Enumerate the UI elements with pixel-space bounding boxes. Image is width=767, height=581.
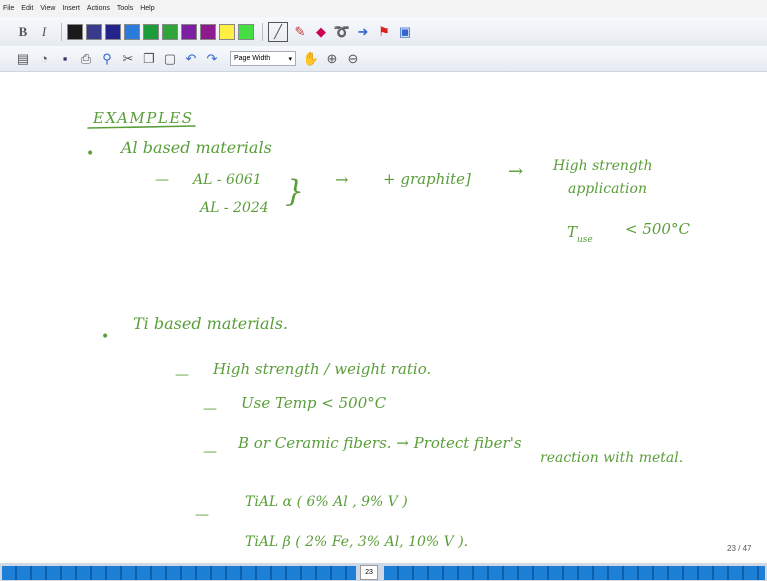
- pen-color-swatch[interactable]: [238, 23, 254, 40]
- pan-hand-icon[interactable]: ✋: [302, 50, 320, 66]
- zoom-in-icon[interactable]: ⊕: [326, 50, 338, 66]
- page-navigation-bar: 23: [0, 563, 767, 581]
- note-page[interactable]: EXAMPLES • Al based materials — AL - 606…: [0, 73, 767, 563]
- bullet: •: [86, 146, 94, 162]
- heading-underline: [87, 125, 196, 129]
- bold-icon[interactable]: B: [18, 23, 28, 39]
- italic-icon[interactable]: I: [41, 23, 47, 39]
- cut-icon[interactable]: ✂: [122, 50, 134, 66]
- formatting-toolbar: B I ╱ ✎ ◆ ➰ ➜ ⚑ ▣: [0, 17, 767, 46]
- al-application-line-1: High strength: [552, 158, 653, 174]
- new-page-icon[interactable]: ▤: [16, 50, 30, 66]
- ti-item: High strength / weight ratio.: [212, 360, 431, 378]
- arrow: →: [508, 161, 523, 182]
- al-section-title: Al based materials: [119, 138, 272, 157]
- chevron-down-icon: ▾: [288, 55, 292, 63]
- pen-color-swatch[interactable]: [219, 23, 235, 40]
- pen-color-swatch[interactable]: [67, 23, 83, 40]
- menu-edit[interactable]: Edit: [21, 5, 34, 12]
- tuse-subscript: use: [577, 235, 593, 245]
- dash: —: [203, 401, 217, 417]
- al-alloy-6061: AL - 6061: [191, 172, 262, 188]
- pen-color-swatch[interactable]: [86, 23, 102, 40]
- pen-color-swatch[interactable]: [124, 23, 140, 40]
- highlighter-icon[interactable]: ✎: [294, 23, 306, 39]
- alloy-brace: }: [285, 174, 304, 209]
- dash: —: [203, 444, 217, 460]
- graphite-label: + graphite]: [383, 170, 471, 188]
- heading-examples: EXAMPLES: [92, 109, 194, 127]
- ti-item: B or Ceramic fibers. → Protect fiber's: [237, 434, 522, 452]
- zoom-label: Page Width: [234, 55, 271, 62]
- ti-item: TiAL β ( 2% Fe, 3% Al, 10% V ).: [245, 534, 468, 550]
- copy-icon[interactable]: ❐: [143, 50, 155, 66]
- toolbar-divider: [61, 22, 62, 41]
- insert-space-icon[interactable]: ➜: [357, 23, 369, 39]
- pen-color-swatch[interactable]: [143, 23, 159, 40]
- pen-color-swatch[interactable]: [162, 23, 178, 40]
- eraser-icon[interactable]: ◆: [316, 23, 326, 39]
- zoom-out-icon[interactable]: ⊖: [347, 50, 359, 66]
- zoom-dropdown[interactable]: Page Width ▾: [230, 51, 296, 66]
- menu-actions[interactable]: Actions: [86, 5, 110, 12]
- menu-help[interactable]: Help: [140, 5, 155, 12]
- tuse-T: T: [567, 223, 578, 241]
- menu-insert[interactable]: Insert: [62, 5, 80, 12]
- menu-tools[interactable]: Tools: [116, 5, 134, 12]
- menu-bar: File Edit View Insert Actions Tools Help: [0, 0, 767, 17]
- dash: —: [155, 172, 169, 188]
- open-icon[interactable]: ◔: [40, 51, 48, 66]
- pen-color-swatch[interactable]: [105, 23, 121, 40]
- pen-color-swatch[interactable]: [200, 23, 216, 40]
- pen-icon[interactable]: ╱: [268, 21, 288, 42]
- print-icon[interactable]: ⎙: [80, 50, 92, 66]
- page-counter: 23 / 47: [727, 544, 752, 553]
- menu-view[interactable]: View: [40, 5, 56, 12]
- dash: —: [195, 507, 209, 523]
- flag-icon[interactable]: ⚑: [378, 23, 390, 39]
- toolbar-divider: [262, 22, 263, 41]
- paste-icon[interactable]: ▢: [163, 50, 177, 66]
- bullet: •: [101, 329, 109, 345]
- ti-item: Use Temp < 500°C: [241, 394, 387, 412]
- ti-section-title: Ti based materials.: [133, 314, 288, 333]
- dash: —: [175, 367, 189, 383]
- pen-color-swatch[interactable]: [181, 23, 197, 40]
- screen-clip-icon[interactable]: ▣: [398, 23, 412, 39]
- al-application-line-2: application: [568, 181, 647, 197]
- undo-icon[interactable]: ↶: [185, 50, 197, 66]
- save-icon[interactable]: ▪: [62, 51, 68, 66]
- ti-item-continuation: reaction with metal.: [540, 450, 683, 466]
- standard-toolbar: ▤ ◔ ▪ ⎙ ⚲ ✂ ❐ ▢ ↶ ↷ Page Width ▾ ✋ ⊕ ⊖: [0, 46, 767, 72]
- ti-item: TiAL α ( 6% Al , 9% V ): [245, 494, 408, 510]
- menu-file[interactable]: File: [3, 5, 15, 12]
- lasso-icon[interactable]: ➰: [333, 23, 351, 39]
- al-alloy-2024: AL - 2024: [198, 200, 269, 216]
- page-thumbnails-right[interactable]: [384, 566, 765, 580]
- page-thumbnails-left[interactable]: [2, 566, 356, 580]
- arrow: →: [335, 170, 348, 189]
- find-icon[interactable]: ⚲: [102, 50, 112, 66]
- tuse-value: < 500°C: [625, 220, 690, 238]
- redo-icon[interactable]: ↷: [206, 50, 218, 66]
- current-page-indicator[interactable]: 23: [360, 565, 378, 580]
